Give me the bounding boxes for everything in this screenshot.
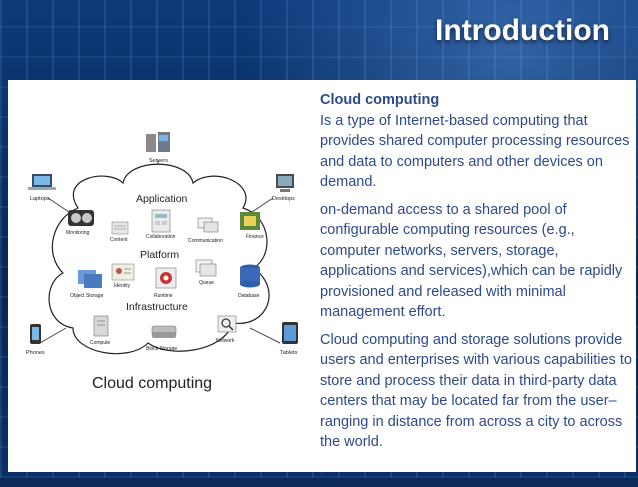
communication-icon [197, 217, 219, 233]
platform-label: Platform [140, 249, 179, 261]
phones-label: Phones [26, 350, 45, 356]
content-icon [111, 221, 129, 235]
collaboration-icon [151, 209, 171, 233]
slide-title: Introduction [435, 14, 610, 47]
tablets-label: Tablets [280, 350, 298, 356]
servers-label: Servers [149, 158, 168, 164]
cloud-computing-caption: Cloud computing [92, 375, 212, 392]
monitoring-icon [68, 210, 94, 226]
author-email: satchavan@gmail.com [524, 459, 626, 470]
identity-label: Identity [114, 283, 131, 289]
monitoring-label: Monitoring [66, 230, 90, 236]
finance-label: Finance [246, 234, 264, 240]
author-name: satish chavan [533, 443, 626, 459]
runtime-icon [155, 267, 177, 289]
application-label: Application [136, 193, 188, 205]
collaboration-label: Collaboration [146, 234, 176, 240]
slide-heading: Cloud computing [320, 92, 440, 108]
queue-icon [195, 259, 217, 277]
desktops-icon [276, 174, 294, 192]
compute-label: Compute [90, 340, 111, 346]
database-icon [240, 264, 260, 288]
author-footer: satish chavan satchavan@gmail.com [525, 443, 626, 470]
identity-icon [111, 263, 135, 281]
paragraph-on-demand: on-demand access to a shared pool of con… [320, 201, 623, 321]
paragraph-storage-solutions: Cloud computing and storage solutions pr… [320, 331, 632, 451]
tablets-icon [282, 322, 298, 344]
laptops-icon [28, 174, 56, 190]
cloud-shape [48, 163, 270, 355]
block-storage-icon [151, 325, 177, 338]
block-storage-label: Block Storage [146, 346, 177, 352]
communication-label: Communication [188, 238, 223, 244]
object-storage-icon [78, 270, 102, 288]
paragraph-definition: Is a type of Internet-based computing th… [320, 112, 630, 191]
finance-icon [240, 212, 260, 230]
queue-label: Queue [199, 280, 214, 286]
servers-icon [146, 132, 170, 152]
runtime-label: Runtime [154, 293, 173, 299]
infrastructure-label: Infrastructure [126, 301, 188, 313]
compute-icon [93, 315, 109, 337]
network-icon [217, 315, 237, 333]
laptops-label: Laptops [30, 196, 50, 202]
trailing-dot: . [320, 461, 325, 478]
phones-icon [30, 324, 41, 344]
desktops-label: Desktops [272, 196, 295, 202]
content-label: Content [110, 237, 128, 243]
database-label: Database [238, 293, 260, 299]
network-label: Network [216, 338, 235, 344]
slide-text: Cloud computing Is a type of Internet-ba… [320, 90, 632, 487]
cloud-computing-diagram: Servers Laptops Desktops Phones Tablets … [26, 132, 298, 392]
object-storage-label: Object Storage [70, 293, 104, 299]
